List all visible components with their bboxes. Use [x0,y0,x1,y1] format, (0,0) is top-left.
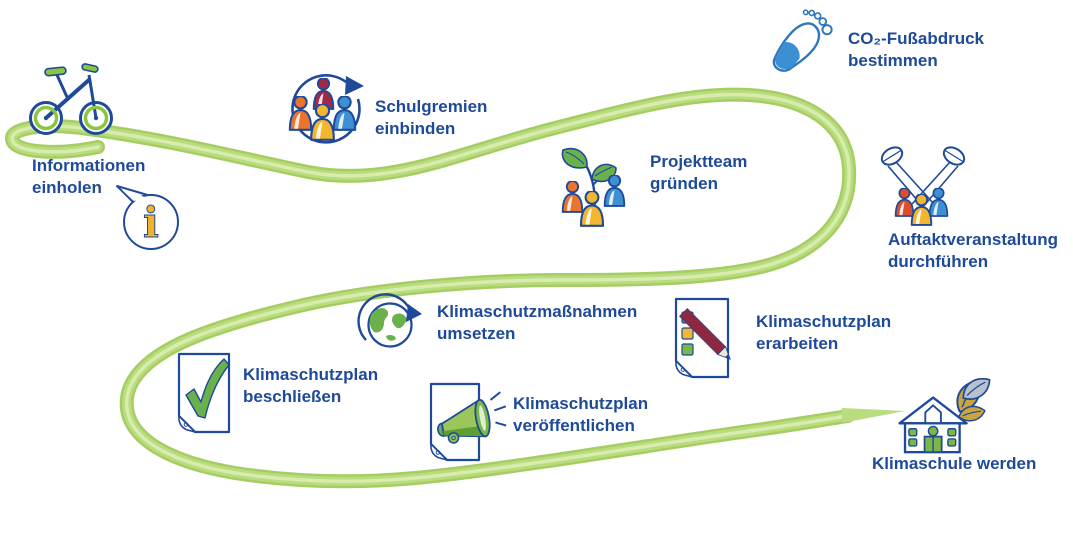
info-glyph: i [143,198,159,247]
station-label-line: Klimaschutzplan [756,312,892,331]
station-label-klimaschutzplan-beschliessen: Klimaschutzplan beschließen [243,364,378,408]
station-label-line: beschließen [243,387,342,406]
bicycle-icon [29,63,113,135]
station-label-klimaschutzplan-erarbeiten: Klimaschutzplan erarbeiten [756,311,891,355]
team-sapling-icon [561,147,626,227]
station-label-klimaschule-werden: Klimaschule werden [872,453,1036,475]
journey-path-brush-tip [842,408,905,423]
people-circle-arrow-icon [288,74,364,144]
station-label-line: Auftaktveranstaltung [888,230,1059,249]
station-label-informationen-einholen: Informationen einholen [32,155,145,199]
station-label-line: CO₂-Fußabdruck [848,29,984,48]
journey-path-highlight [10,92,851,484]
school-house-leaves-icon [898,374,991,454]
station-label-line: Klimaschule werden [872,454,1037,473]
station-label-line: Schulgremien [375,97,488,116]
station-label-line: durchführen [888,252,989,271]
station-label-auftaktveranstaltung-durchfuehren: Auftaktveranstaltung durchführen [888,229,1058,273]
station-label-line: einholen [32,178,102,197]
document-checkmark-icon [177,352,231,434]
station-label-line: Klimaschutzplan [513,394,649,413]
station-label-klimaschutzmassnahmen-umsetzen: Klimaschutzmaßnahmen umsetzen [437,301,637,345]
station-label-line: einbinden [375,119,456,138]
info-speech-bubble-icon: i [116,185,179,250]
station-label-line: gründen [650,174,718,193]
station-label-line: Klimaschutzmaßnahmen [437,302,638,321]
station-label-schulgremien-einbinden: Schulgremien einbinden [375,96,487,140]
station-label-line: erarbeiten [756,334,839,353]
station-label-line: Projektteam [650,152,748,171]
station-label-line: Informationen [32,156,146,175]
footprint-icon [772,9,833,72]
station-label-klimaschutzplan-veroeffentlichen: Klimaschutzplan veröffentlichen [513,393,648,437]
station-label-projektteam-gruenden: Projektteam gründen [650,151,747,195]
journey-path [5,87,905,489]
station-label-line: umsetzen [437,324,516,343]
document-pencil-icon [674,297,731,379]
globe-arrow-icon [357,293,422,348]
spotlight-people-icon [880,146,966,226]
station-label-line: bestimmen [848,51,938,70]
document-megaphone-icon [429,382,507,462]
station-label-line: Klimaschutzplan [243,365,379,384]
station-label-line: veröffentlichen [513,416,635,435]
station-label-co2-fussabdruck-bestimmen: CO₂-Fußabdruck bestimmen [848,28,984,72]
